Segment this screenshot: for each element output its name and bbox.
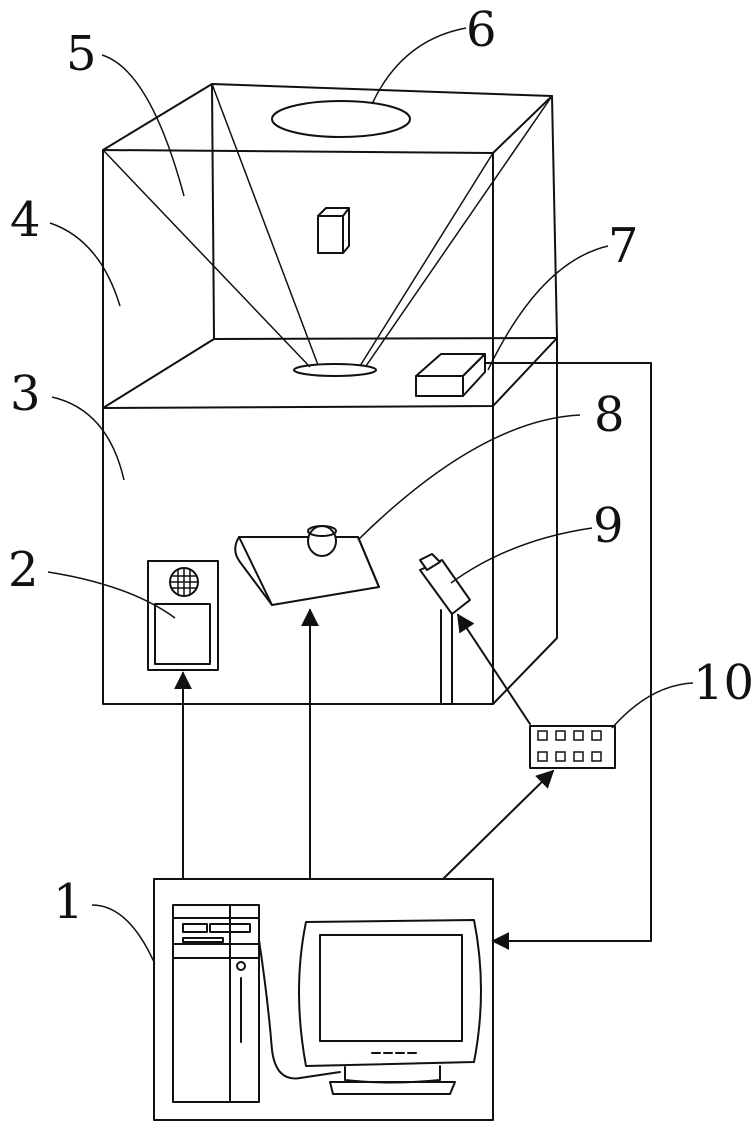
arrow-computer-to-controller [442,769,555,880]
leader-10 [611,682,694,729]
label-10: 10 [693,655,754,711]
label-7: 7 [608,218,639,274]
leader-6 [371,27,467,105]
line-sensor-to-computer [484,362,652,950]
sensor-module [415,353,486,397]
label-9: 9 [593,498,624,554]
hologram-cube [317,207,350,254]
leader-5 [101,54,185,197]
projector [234,525,380,606]
leader-1 [91,904,155,963]
label-3: 3 [10,366,41,422]
leader-2 [47,571,176,619]
pyramid-mirror [102,83,553,368]
leader-8 [357,414,581,541]
lower-box [102,337,558,705]
label-6: 6 [466,2,497,58]
label-5: 5 [66,26,97,82]
label-4: 4 [10,192,41,248]
bottom-opening [293,363,377,377]
controller [529,725,616,769]
leader-7 [487,245,609,371]
label-2: 2 [8,542,39,598]
leader-3 [51,396,125,481]
speaker-panel [147,560,219,671]
top-opening [271,100,411,138]
label-8: 8 [594,387,625,443]
label-1: 1 [53,874,84,930]
leader-4 [49,222,121,307]
arrow-controller-to-camera [457,613,531,725]
camera [419,553,471,705]
leader-9 [450,527,593,584]
computer [153,878,494,1121]
